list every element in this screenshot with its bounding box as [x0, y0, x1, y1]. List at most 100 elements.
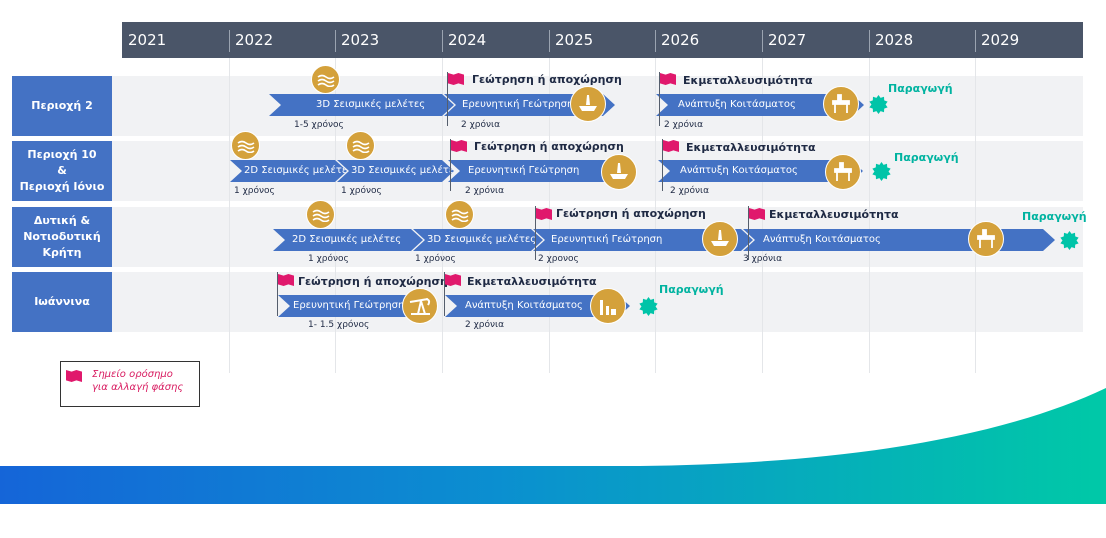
- duration-label: 1-5 χρόνος: [294, 120, 344, 130]
- milestone-label: Γεώτρηση ή αποχώρηση: [298, 275, 448, 288]
- milestone-pole: [444, 272, 445, 316]
- milestone-flag-icon: [448, 73, 464, 85]
- phase-label: 3D Σεισμικές μελέτες: [316, 99, 426, 110]
- phase-arrow: Ανάπτυξη Κοιτάσματος: [658, 160, 863, 182]
- production-label: Παραγωγή: [1022, 210, 1087, 223]
- legend-line: για αλλαγή φάσης: [92, 382, 184, 393]
- oil-platform-icon: [968, 221, 1004, 257]
- phase-label: 2D Σεισμικές μελέτες: [292, 234, 402, 245]
- year-label: 2026: [661, 31, 700, 49]
- duration-label: 2 χρόνια: [465, 320, 505, 330]
- phase-arrow: Ανάπτυξη Κοιτάσματος: [656, 94, 864, 116]
- milestone-label: Εκμεταλλευσιμότητα: [683, 74, 813, 87]
- year-gridline: [975, 58, 976, 373]
- drilling-ship-icon: [601, 154, 637, 190]
- year-header: 2021 2022 2023 2024 2025 2026 2027 2028 …: [122, 22, 1083, 58]
- milestone-label: Εκμεταλλευσιμότητα: [467, 275, 597, 288]
- phase-label: Ερευνητική Γεώτρηση: [462, 99, 574, 110]
- phase-arrow: Ερευνητική Γεώτρηση: [278, 295, 438, 317]
- duration-label: 2 χρόνια: [461, 120, 501, 130]
- milestone-label: Γεώτρηση ή αποχώρηση: [472, 73, 622, 86]
- year-label: 2022: [235, 31, 274, 49]
- drilling-ship-icon: [702, 221, 738, 257]
- phase-arrow: 3D Σεισμικές μελέτες: [337, 160, 454, 182]
- phase-arrow: Ανάπτυξη Κοιτάσματος: [445, 295, 630, 317]
- legend-text: Σημείο ορόσημο για αλλαγή φάσης: [92, 368, 183, 394]
- phase-arrow: 2D Σεισμικές μελέτες: [273, 229, 423, 251]
- milestone-pole: [450, 139, 451, 191]
- duration-label: 1 χρόνος: [415, 254, 456, 264]
- phase-label: Ερευνητική Γεώτρηση: [551, 234, 663, 245]
- pumpjack-icon: [402, 288, 438, 324]
- decorative-wave: [0, 388, 1106, 504]
- milestone-flag-icon: [66, 370, 82, 382]
- milestone-pole: [447, 72, 448, 126]
- region-label: Ιωάννινα: [12, 272, 112, 332]
- refinery-icon: [590, 288, 626, 324]
- seismic-icon: [311, 65, 340, 94]
- milestone-flag-icon: [445, 274, 461, 286]
- year-label: 2021: [128, 31, 167, 49]
- seismic-icon: [306, 200, 335, 229]
- year-label: 2028: [875, 31, 914, 49]
- production-label: Παραγωγή: [888, 82, 953, 95]
- production-burst-icon: [872, 162, 891, 181]
- duration-label: 2 χρόνια: [465, 186, 505, 196]
- year-label: 2023: [341, 31, 380, 49]
- duration-label: 1 χρόνος: [341, 186, 382, 196]
- phase-label: Ερευνητική Γεώτρηση: [468, 165, 580, 176]
- milestone-pole: [277, 272, 278, 316]
- production-burst-icon: [639, 297, 658, 316]
- legend-box: Σημείο ορόσημο για αλλαγή φάσης: [60, 361, 200, 407]
- milestone-flag-icon: [278, 274, 294, 286]
- year-divider: [869, 30, 870, 52]
- year-gridline: [442, 58, 443, 373]
- duration-label: 2 χρονος: [538, 254, 579, 264]
- seismic-icon: [445, 200, 474, 229]
- legend-line: Σημείο ορόσημο: [92, 369, 173, 380]
- phase-arrow: Ανάπτυξη Κοιτάσματος: [743, 229, 1055, 251]
- duration-label: 3 χρόνια: [743, 254, 783, 264]
- milestone-flag-icon: [536, 208, 552, 220]
- region-label: Περιοχή 10 & Περιοχή Ιόνιο: [12, 141, 112, 201]
- phase-arrow: 3D Σεισμικές μελέτες: [413, 229, 543, 251]
- duration-label: 1 χρόνος: [308, 254, 349, 264]
- phase-label: Ανάπτυξη Κοιτάσματος: [680, 165, 798, 176]
- phase-label: 3D Σεισμικές μελέτες: [427, 234, 537, 245]
- milestone-pole: [662, 139, 663, 191]
- year-gridline: [229, 58, 230, 373]
- year-label: 2029: [981, 31, 1020, 49]
- phase-label: Ανάπτυξη Κοιτάσματος: [763, 234, 881, 245]
- year-divider: [655, 30, 656, 52]
- milestone-pole: [535, 206, 536, 260]
- production-label: Παραγωγή: [894, 151, 959, 164]
- year-label: 2027: [768, 31, 807, 49]
- year-divider: [762, 30, 763, 52]
- year-divider: [975, 30, 976, 52]
- year-divider: [335, 30, 336, 52]
- region-label: Δυτική & Νοτιοδυτική Κρήτη: [12, 207, 112, 267]
- year-label: 2025: [555, 31, 594, 49]
- production-label: Παραγωγή: [659, 283, 724, 296]
- milestone-pole: [748, 206, 749, 260]
- seismic-icon: [231, 131, 260, 160]
- duration-label: 2 χρόνια: [670, 186, 710, 196]
- milestone-flag-icon: [660, 73, 676, 85]
- duration-label: 1- 1.5 χρόνος: [308, 320, 370, 330]
- milestone-label: Γεώτρηση ή αποχώρηση: [474, 140, 624, 153]
- milestone-flag-icon: [749, 208, 765, 220]
- milestone-pole: [659, 72, 660, 126]
- seismic-icon: [346, 131, 375, 160]
- phase-arrow: Ερευνητική Γεώτρηση: [448, 160, 618, 182]
- milestone-label: Εκμεταλλευσιμότητα: [686, 141, 816, 154]
- phase-label: 2D Σεισμικές μελέτες: [244, 165, 347, 176]
- phase-arrow: Ερευνητική Γεώτρηση: [533, 229, 753, 251]
- phase-label: Ανάπτυξη Κοιτάσματος: [465, 300, 583, 311]
- phase-label: Ανάπτυξη Κοιτάσματος: [678, 99, 796, 110]
- milestone-flag-icon: [663, 140, 679, 152]
- region-label: Περιοχή 2: [12, 76, 112, 136]
- year-gridline: [869, 58, 870, 373]
- year-divider: [549, 30, 550, 52]
- milestone-label: Εκμεταλλευσιμότητα: [769, 208, 899, 221]
- year-divider: [442, 30, 443, 52]
